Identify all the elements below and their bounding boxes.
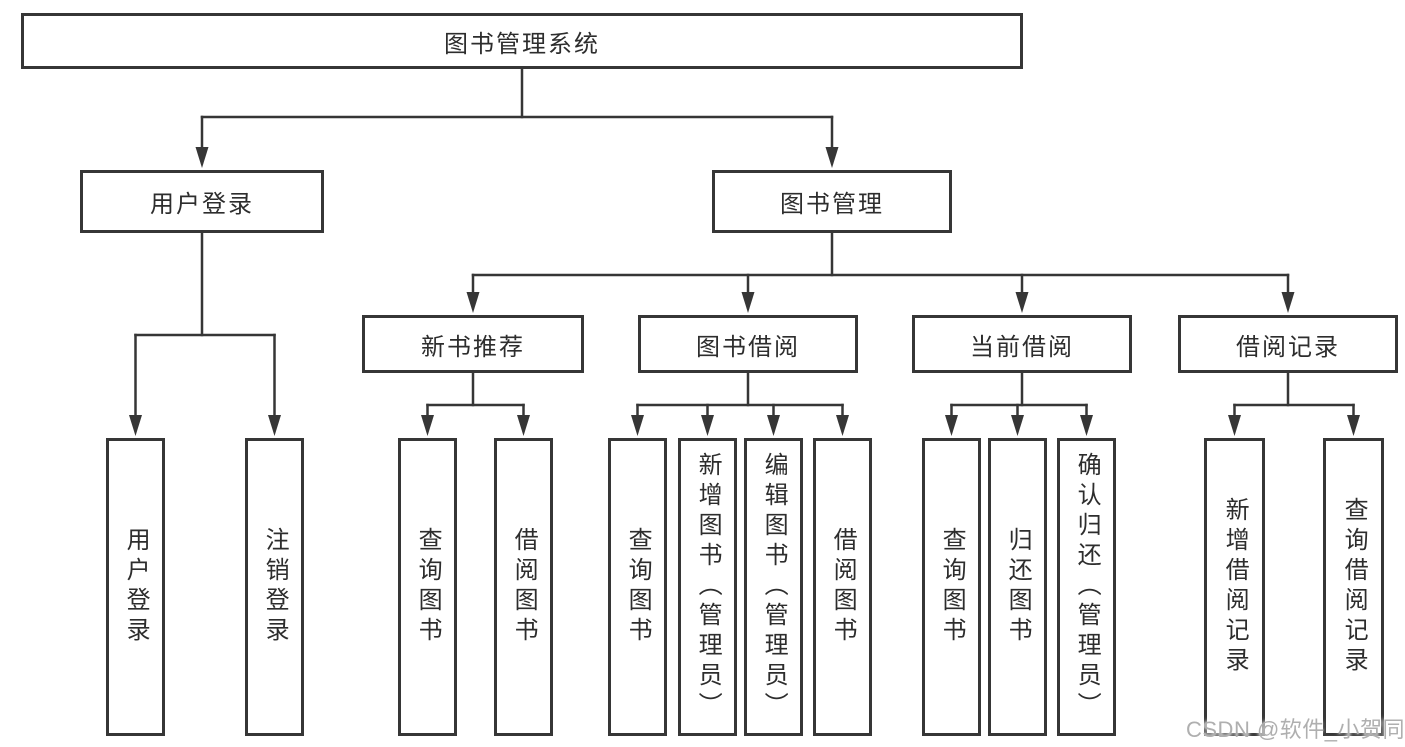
leaf-query-book-recommend: 查询图书 [398, 438, 457, 736]
node-current-borrow: 当前借阅 [912, 315, 1132, 373]
leaf-user-login: 用户登录 [106, 438, 165, 736]
node-label: 图书管理 [780, 191, 884, 218]
node-library-management-system: 图书管理系统 [21, 13, 1023, 69]
node-label: 新增图书（管理员） [694, 452, 722, 722]
node-book-borrow: 图书借阅 [638, 315, 858, 373]
leaf-return-book: 归还图书 [988, 438, 1047, 736]
node-label: 借阅记录 [1236, 333, 1340, 361]
leaf-query-book-current: 查询图书 [922, 438, 981, 736]
node-label: 用户登录 [150, 191, 254, 218]
node-label: 查询图书 [624, 527, 652, 647]
node-label: 确认归还（管理员） [1073, 452, 1101, 722]
leaf-confirm-return-admin: 确认归还（管理员） [1057, 438, 1116, 736]
node-label: 图书借阅 [696, 333, 800, 361]
leaf-borrow-book-recommend: 借阅图书 [494, 438, 553, 736]
leaf-add-borrow-record: 新增借阅记录 [1204, 438, 1265, 736]
leaf-edit-book-admin: 编辑图书（管理员） [744, 438, 803, 736]
node-label: 当前借阅 [970, 333, 1074, 361]
node-borrow-records: 借阅记录 [1178, 315, 1398, 373]
leaf-query-borrow-record: 查询借阅记录 [1323, 438, 1384, 736]
leaf-borrow-book: 借阅图书 [813, 438, 872, 736]
leaf-query-book-borrow: 查询图书 [608, 438, 667, 736]
node-label: 查询借阅记录 [1340, 497, 1368, 677]
node-label: 新书推荐 [421, 333, 525, 361]
node-label: 借阅图书 [510, 527, 538, 647]
node-label: 查询图书 [938, 527, 966, 647]
node-label: 新增借阅记录 [1221, 497, 1249, 677]
node-book-management: 图书管理 [712, 170, 952, 233]
node-label: 注销登录 [261, 527, 289, 647]
leaf-add-book-admin: 新增图书（管理员） [678, 438, 737, 736]
node-label: 用户登录 [122, 527, 150, 647]
leaf-logout: 注销登录 [245, 438, 304, 736]
node-label: 查询图书 [414, 527, 442, 647]
node-user-login: 用户登录 [80, 170, 324, 233]
node-label: 编辑图书（管理员） [760, 452, 788, 722]
arrowheads [129, 147, 1360, 436]
node-label: 归还图书 [1004, 527, 1032, 647]
node-label: 图书管理系统 [444, 30, 600, 58]
csdn-watermark: CSDN @软件_小贺同学 [1186, 717, 1405, 742]
node-label: 借阅图书 [829, 527, 857, 647]
node-new-book-recommend: 新书推荐 [362, 315, 584, 373]
